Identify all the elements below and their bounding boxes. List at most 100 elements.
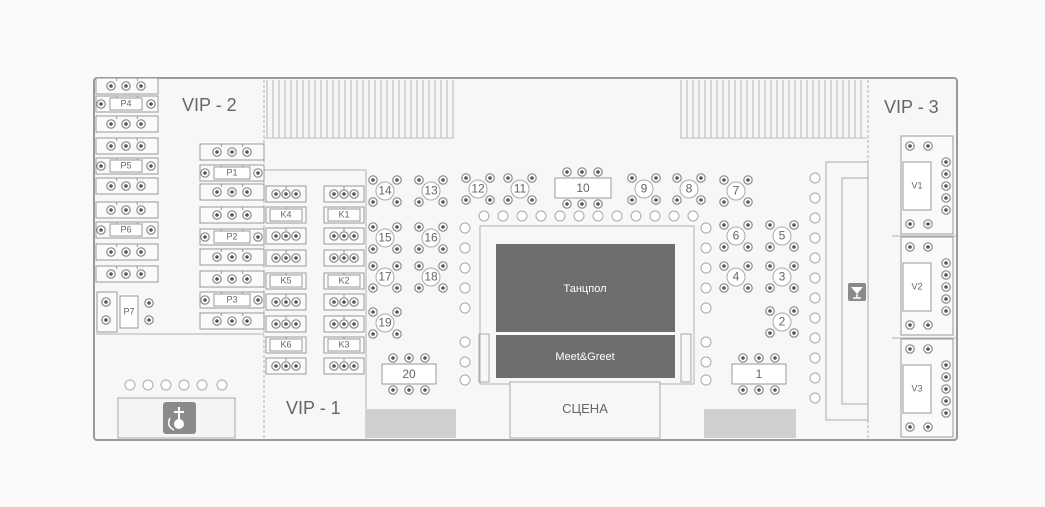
svg-text:15: 15 xyxy=(378,231,392,245)
stage-area xyxy=(509,381,661,439)
table-label-k3: K3 xyxy=(338,339,349,349)
service-block-right xyxy=(704,409,796,438)
svg-text:4: 4 xyxy=(733,270,740,284)
svg-text:17: 17 xyxy=(378,270,392,284)
table-7[interactable]: 7 xyxy=(719,175,753,207)
vip1-sofa-9-2[interactable] xyxy=(323,357,365,375)
table-18[interactable]: 18 xyxy=(414,261,448,293)
table-v2[interactable]: V2 xyxy=(900,236,954,336)
vip2-sofa-right-2[interactable]: P1 xyxy=(199,164,265,182)
vip2-sofa-right-4[interactable] xyxy=(199,206,265,224)
service-block-left xyxy=(366,409,456,438)
table-label-p4: P4 xyxy=(120,98,131,108)
vip2-sofa-left-4[interactable] xyxy=(95,137,159,155)
vip2-sofa-left-5[interactable]: P5 xyxy=(95,157,159,175)
vip1-sofa-4-2[interactable] xyxy=(323,249,365,267)
table-20[interactable]: 20 xyxy=(381,353,437,395)
table-16[interactable]: 16 xyxy=(414,222,448,254)
vip1-sofa-1-1[interactable] xyxy=(265,185,307,203)
vip2-sofa-left-6[interactable] xyxy=(95,177,159,195)
table-4[interactable]: 4 xyxy=(719,261,753,293)
vip2-sofa-left-3[interactable] xyxy=(95,115,159,133)
vip1-sofa-1-2[interactable] xyxy=(323,185,365,203)
svg-text:9: 9 xyxy=(641,182,648,196)
cocktail-icon[interactable] xyxy=(848,283,866,301)
vip1-sofa-3-2[interactable] xyxy=(323,227,365,245)
svg-text:P7: P7 xyxy=(123,306,134,316)
vip1-sofa-6-2[interactable] xyxy=(323,293,365,311)
table-10[interactable]: 10 xyxy=(554,167,612,209)
table-11[interactable]: 11 xyxy=(503,173,537,205)
vip1-sofa-2-1[interactable]: K4 xyxy=(265,206,307,224)
vip1-sofa-4-1[interactable] xyxy=(265,249,307,267)
table-12[interactable]: 12 xyxy=(461,173,495,205)
hookah-icon xyxy=(163,402,196,434)
vip1-sofa-8-2[interactable]: K3 xyxy=(323,336,365,354)
vip2-sofa-right-1[interactable] xyxy=(199,143,265,161)
table-14[interactable]: 14 xyxy=(368,175,402,207)
table-19[interactable]: 19 xyxy=(368,307,402,339)
vip1-sofa-5-1[interactable]: K5 xyxy=(265,272,307,290)
table-5[interactable]: 5 xyxy=(765,220,799,252)
vip1-sofa-7-2[interactable] xyxy=(323,315,365,333)
vip1-sofa-6-1[interactable] xyxy=(265,293,307,311)
vip2-sofa-left-7[interactable] xyxy=(95,201,159,219)
dancefloor-area[interactable] xyxy=(496,244,675,332)
table-label-k1: K1 xyxy=(338,209,349,219)
vip1-sofa-3-1[interactable] xyxy=(265,227,307,245)
table-label-k2: K2 xyxy=(338,275,349,285)
table-17[interactable]: 17 xyxy=(368,261,402,293)
svg-text:8: 8 xyxy=(686,182,693,196)
vip2-sofa-left-9[interactable] xyxy=(95,243,159,261)
svg-text:5: 5 xyxy=(779,229,786,243)
table-9[interactable]: 9 xyxy=(627,173,661,205)
svg-text:14: 14 xyxy=(378,184,392,198)
table-v1[interactable]: V1 xyxy=(900,135,954,235)
vip2-sofa-right-3[interactable] xyxy=(199,183,265,201)
table-label-k6: K6 xyxy=(280,339,291,349)
vip1-sofa-7-1[interactable] xyxy=(265,315,307,333)
vip2-sofa-right-5[interactable]: P2 xyxy=(199,228,265,246)
vip1-sofa-2-2[interactable]: K1 xyxy=(323,206,365,224)
table-label-p5: P5 xyxy=(120,160,131,170)
vip2-sofa-left-10[interactable] xyxy=(95,265,159,283)
table-p7[interactable]: P7 xyxy=(96,291,154,333)
table-label-k4: K4 xyxy=(280,209,291,219)
table-label-p2: P2 xyxy=(226,231,237,241)
vip2-sofa-right-6[interactable] xyxy=(199,248,265,266)
svg-text:11: 11 xyxy=(514,182,527,196)
table-v3[interactable]: V3 xyxy=(900,338,954,438)
table-6[interactable]: 6 xyxy=(719,220,753,252)
vip2-sofa-right-9[interactable] xyxy=(199,312,265,330)
svg-text:20: 20 xyxy=(402,367,416,381)
table-8[interactable]: 8 xyxy=(672,173,706,205)
table-label-p6: P6 xyxy=(120,224,131,234)
vip2-sofa-left-2[interactable]: P4 xyxy=(95,95,159,113)
vip1-sofa-5-2[interactable]: K2 xyxy=(323,272,365,290)
table-13[interactable]: 13 xyxy=(414,175,448,207)
svg-text:V3: V3 xyxy=(911,383,922,393)
vip2-sofa-left-1[interactable] xyxy=(95,77,159,95)
vip2-label: VIP - 2 xyxy=(182,95,237,115)
vip2-sofa-left-8[interactable]: P6 xyxy=(95,221,159,239)
svg-text:10: 10 xyxy=(576,181,590,195)
table-1[interactable]: 1 xyxy=(731,353,787,395)
svg-text:13: 13 xyxy=(424,184,438,198)
table-label-k5: K5 xyxy=(280,275,291,285)
bleachers-right xyxy=(680,80,866,138)
vip1-sofa-9-1[interactable] xyxy=(265,357,307,375)
table-15[interactable]: 15 xyxy=(368,222,402,254)
svg-text:7: 7 xyxy=(733,184,740,198)
vip2-sofa-right-7[interactable] xyxy=(199,270,265,288)
table-2[interactable]: 2 xyxy=(765,306,799,338)
vip1-label: VIP - 1 xyxy=(286,398,341,418)
vip3-label: VIP - 3 xyxy=(884,97,939,117)
meet-greet-area[interactable] xyxy=(496,335,675,378)
bar-counter xyxy=(841,177,869,405)
svg-text:6: 6 xyxy=(733,229,740,243)
vip2-sofa-right-8[interactable]: P3 xyxy=(199,291,265,309)
table-3[interactable]: 3 xyxy=(765,261,799,293)
vip1-sofa-8-1[interactable]: K6 xyxy=(265,336,307,354)
